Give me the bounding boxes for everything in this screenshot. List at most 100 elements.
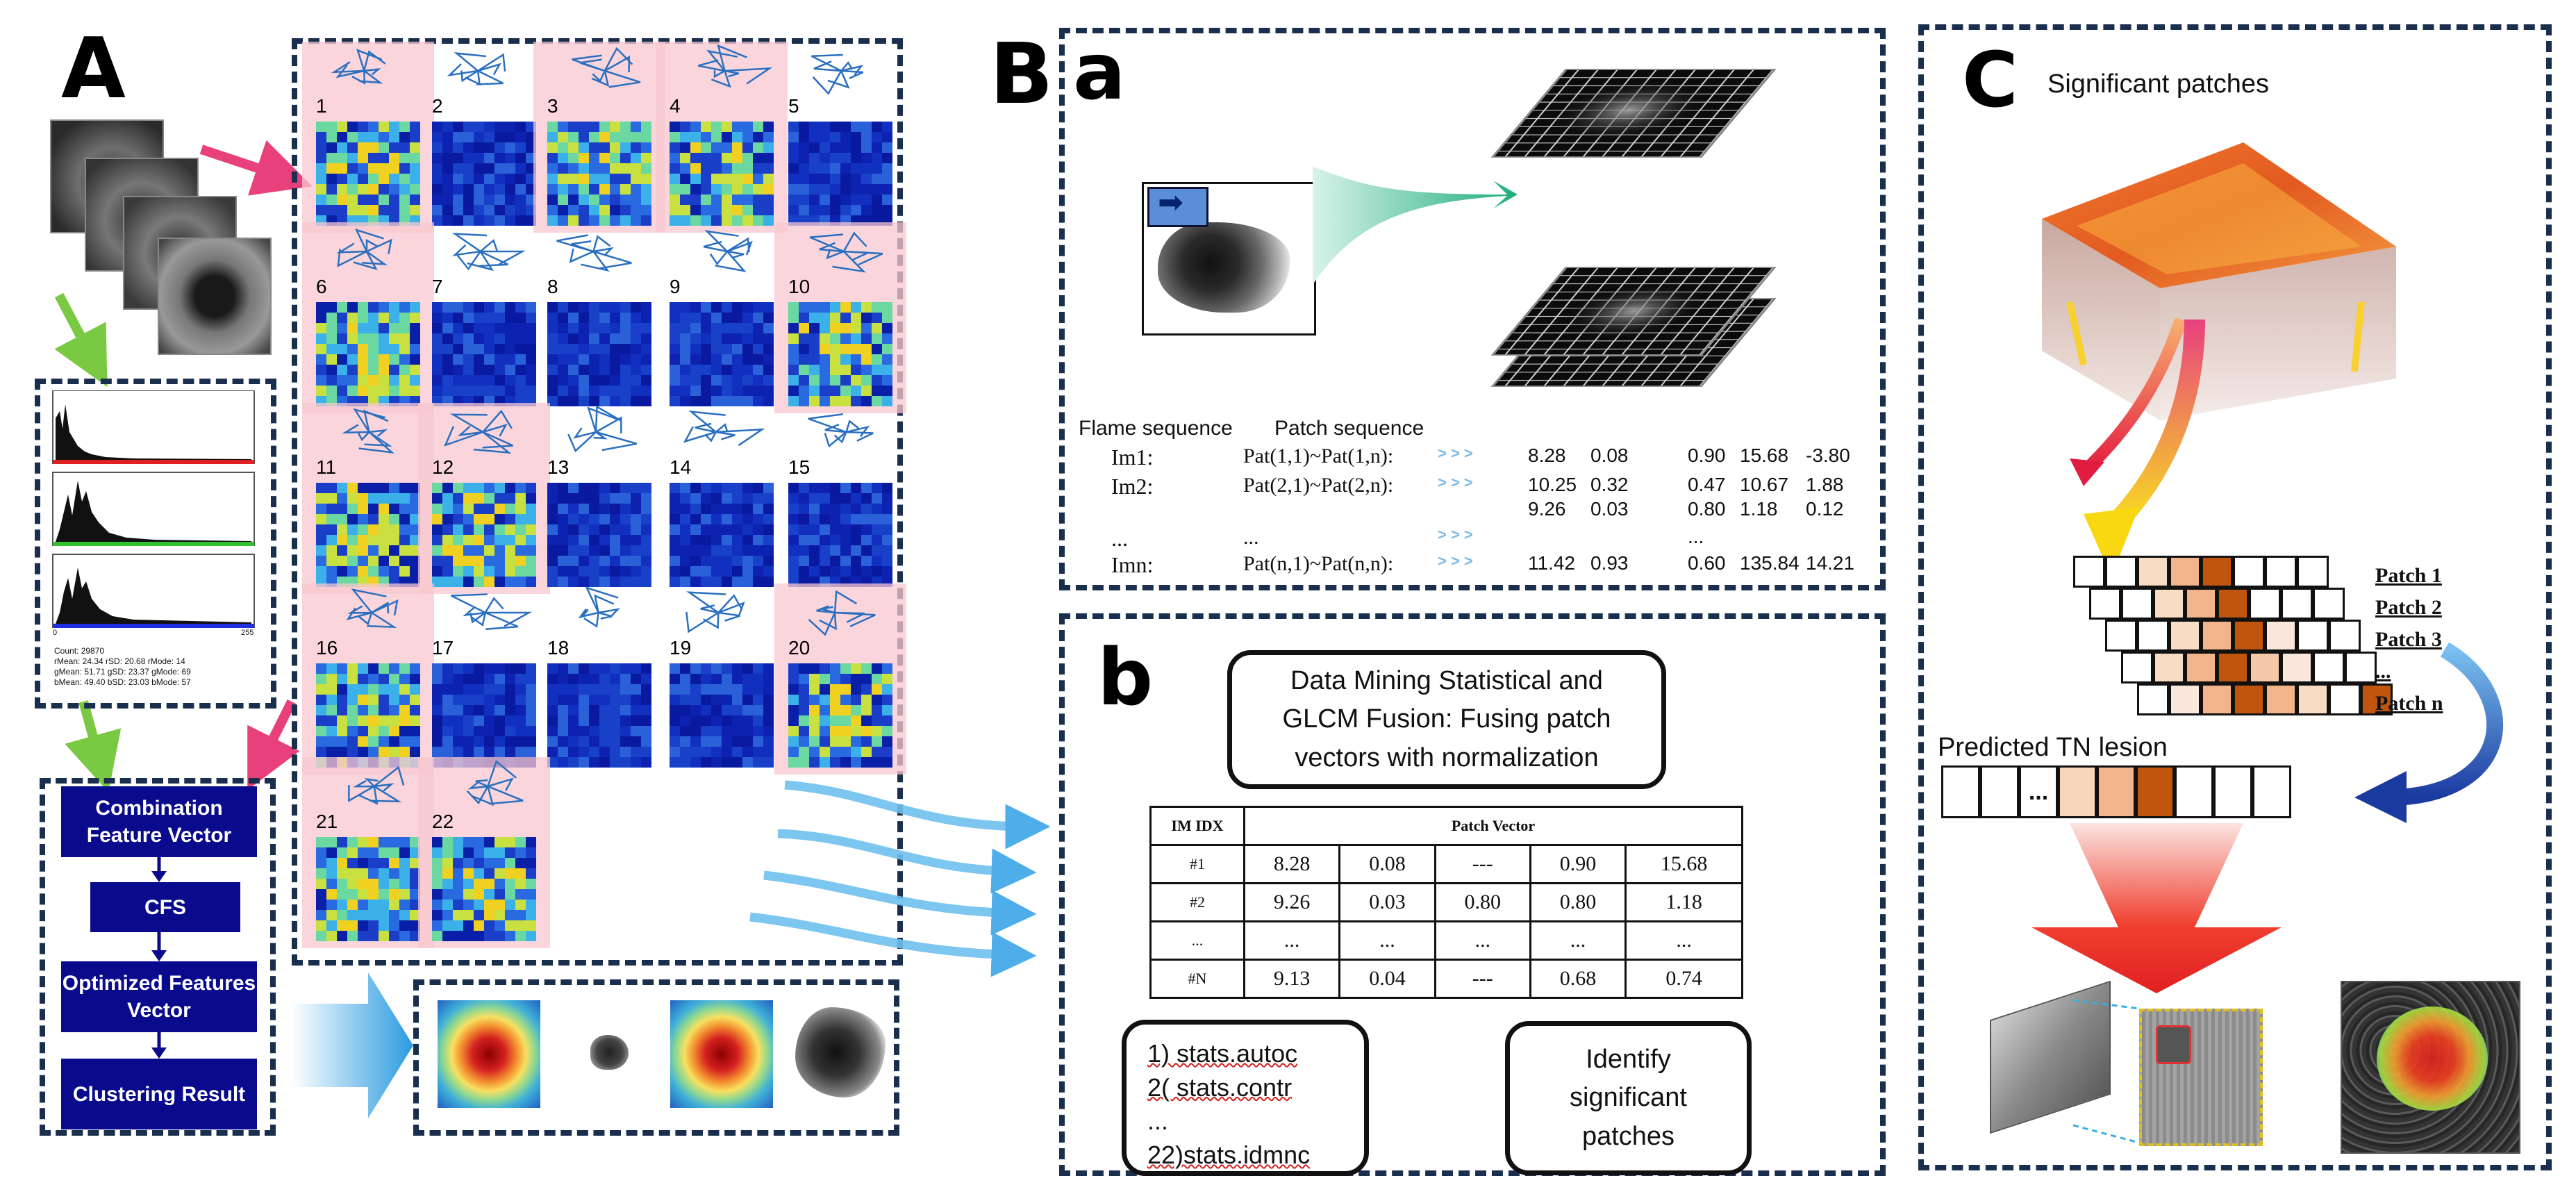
table-cell: 0.80	[1434, 882, 1531, 922]
sequence-value: ...	[1688, 526, 1704, 547]
patch-cell	[2137, 684, 2169, 715]
arrow-grid-to-flow	[247, 699, 300, 790]
predicted-cell	[2175, 765, 2213, 818]
big-red-arrow	[2031, 823, 2282, 993]
patch-cell	[2201, 684, 2233, 715]
sequence-patch-range: ...	[1243, 526, 1259, 549]
table-cell: 0.04	[1338, 959, 1436, 999]
patch-layers	[1490, 69, 1777, 387]
sequence-value: 0.90	[1688, 445, 1726, 466]
panel-a-arrows	[54, 140, 313, 793]
table-cell: 0.80	[1529, 882, 1627, 922]
patch-heatmap	[432, 483, 536, 587]
patch-cell	[2217, 652, 2249, 684]
panel-c-letter: C	[1962, 35, 2018, 124]
sequence-value: 14.21	[1806, 552, 1855, 574]
flame-sequence-header: Flame sequence	[1079, 417, 1233, 440]
pattern-wireframe	[346, 588, 399, 629]
lesion-crop-frame: ➡	[1142, 182, 1316, 336]
patch-cell	[2249, 652, 2281, 684]
predicted-lesion-label: Predicted TN lesion	[1938, 733, 2168, 762]
feature-item: 2( stats.contr	[1147, 1072, 1293, 1102]
panel-b-b-box	[1059, 613, 1886, 1176]
cfs-box: CFS	[90, 882, 240, 932]
patch-number: 14	[670, 456, 692, 478]
3d-surface-plot	[2042, 142, 2396, 420]
patch-number: 9	[670, 276, 681, 297]
patch-cell	[2297, 620, 2329, 652]
panel-b-letter: B	[990, 26, 1054, 123]
patch-heatmap	[432, 837, 536, 941]
sequence-patch-range: Pat(2,1)~Pat(2,n):	[1243, 474, 1394, 497]
teal-arrow	[1313, 167, 1518, 285]
pattern-wireframe	[447, 52, 506, 86]
sequence-image-label: Im2:	[1111, 474, 1154, 499]
flow-box	[40, 778, 276, 1136]
table-cell: 0.03	[1338, 882, 1436, 922]
patch-cell	[2089, 588, 2121, 620]
patch-number: 13	[547, 456, 570, 478]
table-cell: ...	[1529, 920, 1627, 961]
roi-marker	[2156, 1025, 2191, 1064]
sequence-value: 11.42	[1528, 552, 1575, 574]
sequence-image-label: ...	[1111, 526, 1128, 551]
combination-feature-vector-box: Combination Feature Vector	[61, 786, 257, 857]
sequence-value: 10.25	[1528, 474, 1577, 495]
sequence-value: 1.88	[1806, 474, 1844, 495]
patch-staircase	[2073, 556, 2393, 736]
patch-heatmap	[670, 302, 774, 406]
patch-number: 18	[547, 637, 570, 659]
patch-heatmap	[316, 302, 420, 406]
hist-stat-line: gMean: 51.71 gSD: 23.37 gMode: 69	[54, 667, 191, 677]
hist-axis-min: 0	[53, 629, 58, 637]
predicted-lesion-row: ...	[1941, 765, 2302, 821]
histogram-panel: 0 255	[50, 390, 261, 661]
us-slice-zoom	[2139, 1009, 2263, 1146]
rgb-histograms	[52, 390, 255, 628]
patch-cell	[2169, 620, 2201, 652]
patch-number: 21	[316, 811, 338, 832]
sequence-value: 0.60	[1688, 552, 1726, 574]
patch-number: 10	[788, 276, 811, 297]
sequence-value: 0.12	[1806, 498, 1844, 520]
patch-heatmap	[547, 302, 651, 406]
patch-cell	[2281, 588, 2313, 620]
pattern-wireframe	[348, 765, 405, 805]
patch-heatmap	[316, 483, 420, 587]
sequence-arrows: > > >	[1438, 526, 1473, 543]
patch-number: 1	[316, 95, 327, 117]
predicted-cell	[2213, 765, 2252, 818]
pattern-wireframe	[578, 586, 621, 628]
patch-label: Patch n	[2375, 692, 2443, 715]
sequence-value: 0.47	[1688, 474, 1726, 495]
predicted-cell	[1941, 765, 1980, 818]
patch-cell	[2121, 652, 2153, 684]
patch-cell	[2233, 556, 2265, 588]
patch-heatmap	[432, 122, 536, 226]
feature-item: 1) stats.autoc	[1147, 1039, 1298, 1068]
overlay-heat	[2377, 1007, 2488, 1111]
patch-cell	[2137, 556, 2169, 588]
sequence-value: 8.28	[1528, 445, 1566, 466]
table-cell: 1.18	[1624, 882, 1743, 922]
table-cell: ---	[1434, 844, 1531, 884]
patch-cell	[2265, 556, 2297, 588]
patch-cell	[2169, 684, 2201, 715]
pattern-wireframe	[342, 408, 395, 454]
fusion-text-box: Data Mining Statistical and GLCM Fusion:…	[1227, 650, 1666, 789]
patch-cell	[2345, 652, 2377, 684]
histogram-stats: Count: 29870 rMean: 24.34 rSD: 20.68 rMo…	[54, 646, 263, 688]
patch-cell	[2313, 588, 2345, 620]
grid-to-b-arrows	[749, 780, 1051, 977]
cluster-result-box	[413, 979, 899, 1136]
pattern-wireframe	[572, 47, 641, 88]
sequence-value: 15.68	[1740, 445, 1789, 466]
pattern-wireframe	[808, 413, 874, 448]
patch-number: 15	[788, 456, 811, 478]
table-cell: 0.08	[1338, 844, 1436, 884]
panel-b-a-letter: a	[1073, 27, 1126, 117]
